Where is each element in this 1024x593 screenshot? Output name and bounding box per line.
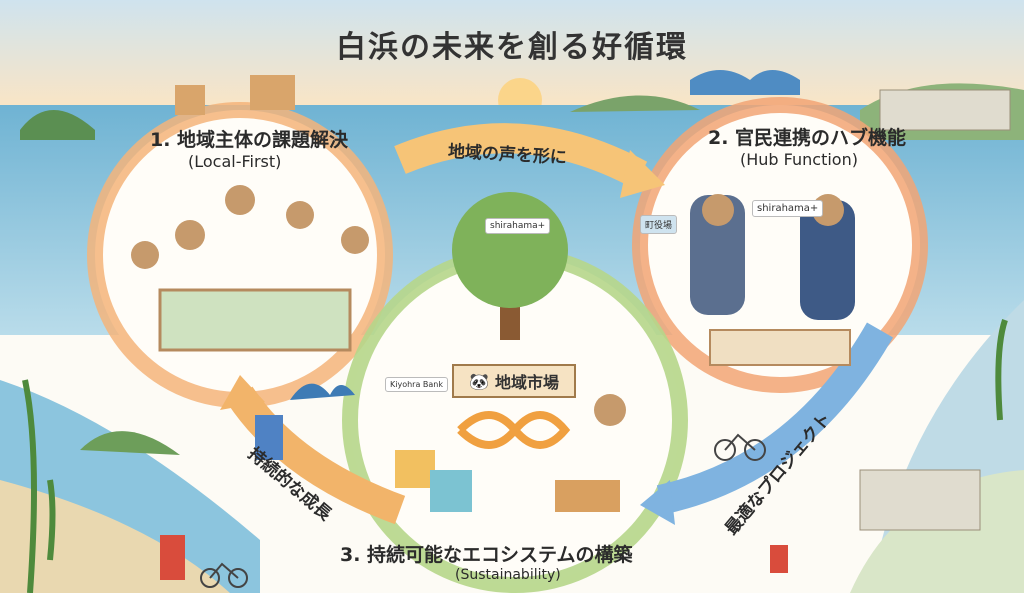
vending-machine-icon (160, 535, 185, 580)
page-title: 白浜の未来を創る好循環 (336, 30, 688, 65)
stage1-subtitle: (Local-First) (188, 152, 282, 171)
gift-icon (430, 470, 472, 512)
stage2-heading: 2. 官民連携のハブ機能 (708, 127, 907, 149)
vegetable-basket (555, 480, 620, 512)
arrow-left (227, 386, 406, 525)
palm-tree-icon (22, 319, 1008, 593)
bank-sign: Kiyohra Bank (385, 377, 448, 392)
stage2-ring (632, 97, 928, 393)
stage1-heading: 1. 地域主体の課題解決 (150, 129, 349, 151)
arrow-top (394, 123, 648, 189)
market-sign-label: 地域市場 (494, 373, 559, 392)
bicycle-icon (714, 433, 766, 461)
island (20, 110, 95, 140)
stage2-subtitle: (Hub Function) (740, 150, 858, 169)
brand-badge: shirahama+ (485, 218, 551, 234)
stage3-heading: 3. 持続可能なエコシステムの構築 (340, 544, 633, 566)
panda-icon: 🐼 (469, 371, 489, 391)
building-icon (859, 89, 1011, 531)
map-table (158, 288, 352, 352)
gift-icon (395, 450, 435, 488)
wave-icon (290, 383, 355, 400)
stage3-subtitle: (Sustainability) (455, 567, 561, 583)
brand-speech-bubble: shirahama+ (752, 200, 824, 217)
vending-machine-icon (255, 415, 283, 460)
bicycle-icon (200, 562, 248, 588)
market-sign: 🐼 地域市場 (452, 364, 576, 398)
town-hall-badge: 町役場 (640, 215, 678, 234)
arrow-right (656, 322, 894, 515)
house-icon (175, 75, 295, 115)
wave-icon (690, 70, 800, 95)
infinity-icon (457, 411, 571, 449)
postbox-icon (770, 545, 788, 573)
desk (709, 329, 851, 366)
